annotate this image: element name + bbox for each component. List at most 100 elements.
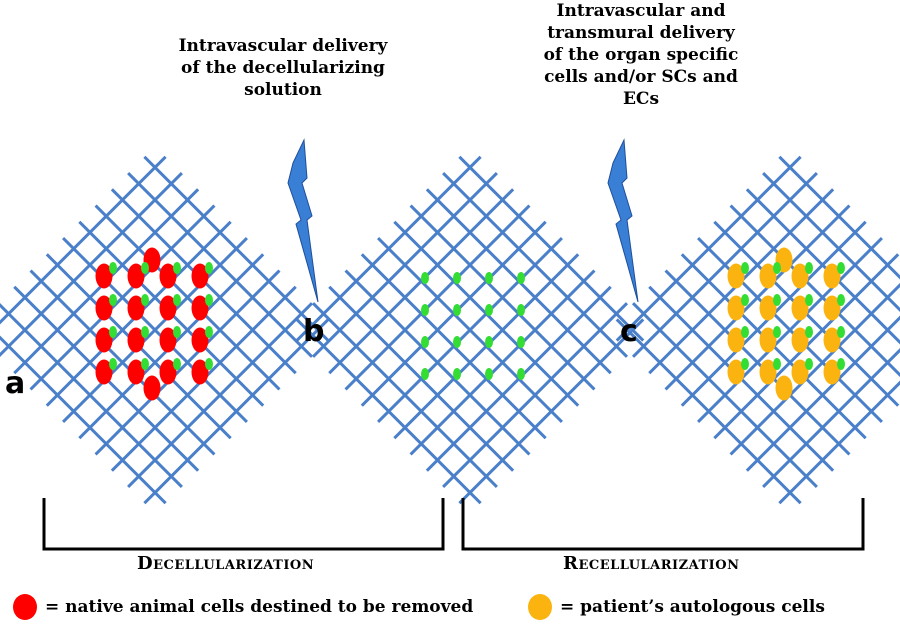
stromal-cell (141, 262, 149, 274)
caption-line: of the decellularizing (181, 58, 385, 78)
autologous-cell (823, 359, 841, 385)
recellularization-bracket (461, 498, 865, 551)
stromal-cell (205, 326, 213, 338)
scaffold-fiber (127, 171, 314, 358)
scaffold-grid-c (615, 155, 900, 505)
stromal-cell (805, 326, 813, 338)
native-cell (95, 327, 113, 353)
stromal-cell (517, 336, 525, 348)
legend-native-cells: = native animal cells destined to be rem… (13, 594, 473, 620)
caption-line: transmural delivery (547, 23, 735, 43)
stromal-cell (141, 294, 149, 306)
native-cell (159, 359, 177, 385)
stromal-cell (173, 262, 181, 274)
stromal-cell (109, 358, 117, 370)
stromal-cell (109, 326, 117, 338)
stromal-cell (805, 358, 813, 370)
stromal-cell (773, 326, 781, 338)
stromal-cell (517, 368, 525, 380)
stromal-cell (173, 358, 181, 370)
caption-line: cells and/or SCs and (544, 67, 738, 87)
autologous-cell (727, 295, 745, 321)
stromal-cell (109, 294, 117, 306)
stromal-cell (837, 294, 845, 306)
orange-cell-swatch (528, 594, 552, 620)
scaffold-fiber (729, 204, 900, 378)
native-cell (95, 359, 113, 385)
autologous-cell (823, 263, 841, 289)
native-cell (191, 359, 209, 385)
native-cell (95, 295, 113, 321)
native-cell (95, 263, 113, 289)
autologous-cell (791, 295, 809, 321)
scaffold-fiber (94, 204, 281, 391)
native-cell (191, 327, 209, 353)
autologous-cell (759, 327, 777, 353)
autologous-cell (791, 263, 809, 289)
native-cell (127, 263, 145, 289)
lightning-bolt-icon (287, 138, 319, 303)
scaffold-fiber (762, 347, 900, 489)
stromal-cell (205, 294, 213, 306)
stromal-cell (837, 326, 845, 338)
scaffold-fiber (729, 282, 900, 456)
stromal-cell (173, 294, 181, 306)
stromal-cell (773, 262, 781, 274)
stromal-cell (485, 336, 493, 348)
autologous-cell (791, 327, 809, 353)
autologous-cell (823, 295, 841, 321)
stromal-cell (485, 304, 493, 316)
native-cell (159, 263, 177, 289)
stromal-cell (109, 262, 117, 274)
scaffold-fiber (762, 171, 900, 313)
stromal-cell (485, 368, 493, 380)
cells-panel-c (727, 247, 845, 401)
stromal-cell (773, 294, 781, 306)
caption-line: ECs (622, 89, 660, 109)
scaffold-fiber (127, 302, 314, 489)
stromal-cell (517, 272, 525, 284)
scaffold-fiber (442, 171, 629, 358)
autologous-cell (759, 295, 777, 321)
stromal-cell (421, 304, 429, 316)
stromal-cell (421, 336, 429, 348)
panel-label-c: c (620, 314, 638, 349)
stromal-cell (837, 262, 845, 274)
autologous-cell (727, 263, 745, 289)
stromal-cell (205, 358, 213, 370)
caption-line: Intravascular and (556, 1, 726, 21)
scaffold-fiber (778, 380, 900, 505)
stromal-cell (805, 294, 813, 306)
stromal-cell (773, 358, 781, 370)
stromal-cell (141, 358, 149, 370)
native-cell (191, 295, 209, 321)
panel-label-a: a (5, 366, 26, 401)
autologous-cell (823, 327, 841, 353)
scaffold-grid-b (295, 155, 645, 505)
stromal-cell (421, 368, 429, 380)
scaffold-fiber (94, 269, 281, 456)
lightning-bolt-icon (607, 138, 639, 303)
stromal-cell (517, 304, 525, 316)
stromal-cell (205, 262, 213, 274)
cells-panel-a (95, 247, 213, 401)
stromal-cell (453, 272, 461, 284)
native-cell (127, 295, 145, 321)
autologous-cell (727, 327, 745, 353)
autologous-cell (759, 359, 777, 385)
caption-line: of the organ specific (543, 45, 739, 65)
stromal-cell (453, 368, 461, 380)
scaffold-fiber (409, 204, 596, 391)
scaffold-fiber (778, 155, 900, 280)
decellularization-bracket (42, 498, 445, 551)
legend-label: = patient’s autologous cells (560, 597, 825, 617)
native-cell (127, 327, 145, 353)
stromal-cell (837, 358, 845, 370)
scaffold-fiber (409, 269, 596, 456)
stromal-cell (741, 358, 749, 370)
stromal-cell (485, 272, 493, 284)
autologous-cell (727, 359, 745, 385)
stromal-cell (741, 294, 749, 306)
stage-label-decellularization: Decellularization (137, 553, 315, 574)
native-cell (143, 375, 161, 401)
